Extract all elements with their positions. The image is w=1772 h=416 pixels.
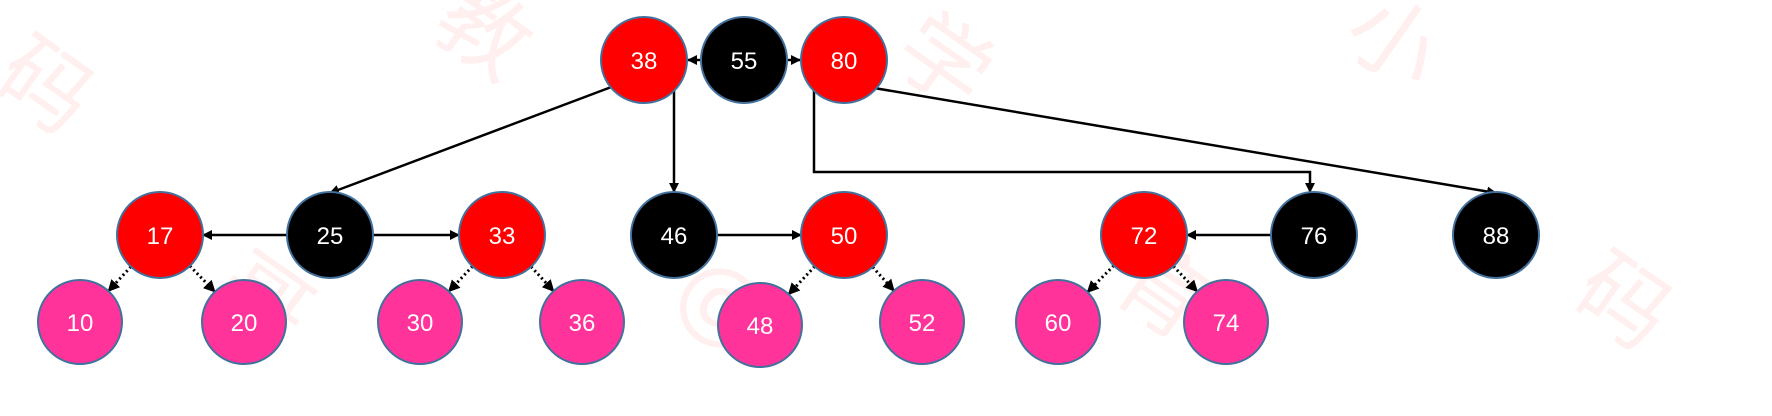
svg-text:码: 码 [1556, 233, 1690, 371]
node-label: 46 [661, 223, 688, 250]
node-label: 52 [909, 310, 936, 337]
node-circle [377, 279, 463, 365]
edges-layer [107, 55, 1497, 296]
node-circle [1015, 279, 1101, 365]
node-circle [700, 16, 788, 104]
node-label: 60 [1045, 310, 1072, 337]
node-label: 10 [67, 310, 94, 337]
node-55: 55 [700, 16, 788, 104]
node-circle [539, 279, 625, 365]
node-74: 74 [1183, 279, 1269, 365]
node-circle [800, 16, 888, 104]
node-circle [630, 191, 718, 279]
node-circle [201, 279, 287, 365]
svg-text:码: 码 [0, 18, 112, 156]
node-48: 48 [717, 282, 803, 368]
node-label: 55 [731, 48, 758, 75]
node-38: 38 [600, 16, 688, 104]
node-circle [1183, 279, 1269, 365]
node-circle [37, 279, 123, 365]
edge-33-to-30 [447, 265, 474, 293]
edge-33-to-36 [530, 265, 555, 293]
node-72: 72 [1100, 191, 1188, 279]
node-circle [1270, 191, 1358, 279]
node-circle [879, 279, 965, 365]
node-circle [286, 191, 374, 279]
node-36: 36 [539, 279, 625, 365]
node-52: 52 [879, 279, 965, 365]
edge-72-to-60 [1086, 264, 1115, 294]
node-76: 76 [1270, 191, 1358, 279]
node-label: 36 [569, 310, 596, 337]
edge-72-to-74 [1172, 265, 1199, 293]
node-circle [1452, 191, 1540, 279]
node-30: 30 [377, 279, 463, 365]
node-label: 33 [489, 223, 516, 250]
node-label: 50 [831, 223, 858, 250]
nodes-layer: 38 55 80 17 25 33 46 50 72 76 88 10 20 30 36 48 52 60 74 [37, 16, 1540, 368]
node-10: 10 [37, 279, 123, 365]
edge-80-to-88 [873, 86, 1497, 197]
node-label: 76 [1301, 223, 1328, 250]
node-50: 50 [800, 191, 888, 279]
edge-17-to-20 [188, 264, 216, 293]
svg-text:教: 教 [416, 0, 550, 101]
node-20: 20 [201, 279, 287, 365]
node-33: 33 [458, 191, 546, 279]
node-circle [800, 191, 888, 279]
edge-80-to-76 [812, 88, 1315, 193]
node-label: 74 [1213, 310, 1240, 337]
node-25: 25 [286, 191, 374, 279]
edge-50-to-52 [871, 266, 896, 292]
node-label: 20 [231, 310, 258, 337]
node-label: 72 [1131, 223, 1158, 250]
node-label: 25 [317, 223, 344, 250]
node-88: 88 [1452, 191, 1540, 279]
node-label: 30 [407, 310, 434, 337]
node-label: 88 [1483, 223, 1510, 250]
node-circle [1100, 191, 1188, 279]
edge-38-to-25 [329, 84, 615, 195]
node-circle [717, 282, 803, 368]
node-46: 46 [630, 191, 718, 279]
node-label: 17 [147, 223, 174, 250]
node-80: 80 [800, 16, 888, 104]
node-label: 38 [631, 48, 658, 75]
node-60: 60 [1015, 279, 1101, 365]
svg-text:学: 学 [876, 0, 1010, 131]
svg-text:小: 小 [1326, 0, 1460, 111]
edge-50-to-48 [787, 265, 816, 296]
edge-17-to-10 [107, 265, 132, 293]
node-circle [116, 191, 204, 279]
node-circle [458, 191, 546, 279]
node-label: 80 [831, 48, 858, 75]
node-17: 17 [116, 191, 204, 279]
node-label: 48 [747, 313, 774, 340]
node-circle [600, 16, 688, 104]
